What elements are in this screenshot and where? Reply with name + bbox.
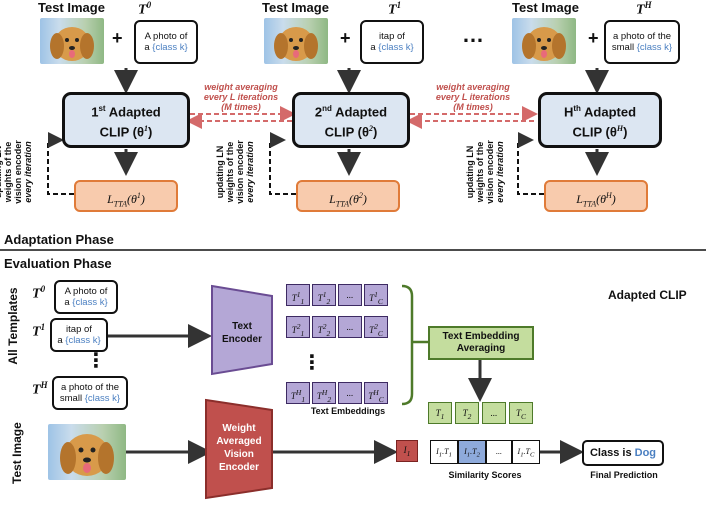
similarity-cell-2: I1.T2 [458,440,486,464]
text-embedding-cell: ... [338,284,362,306]
eval-prompt-box-1: itap of a {class k} [50,318,108,352]
prompt-box-1: itap of a {class k} [360,20,424,64]
similarity-cell-dots: ... [486,440,512,464]
text-embedding-cell: ... [338,316,362,338]
avg-embedding-cell-C: TC [509,402,533,424]
template-label-0: T0 [138,0,152,18]
test-image-label-3: Test Image [512,0,579,15]
dog-image-2 [264,18,328,64]
prediction-box: Class is Dog [582,440,664,466]
template-label-H: TH [636,0,652,18]
text-encoder-label: Text Encoder [221,321,262,345]
text-embedding-cell: T21 [286,316,310,338]
text-embeddings-label: Text Embeddings [310,406,386,416]
text-embedding-cell: T12 [312,284,336,306]
all-templates-label: All Templates [6,287,20,365]
text-embedding-cell: TH1 [286,382,310,404]
adapted-clip-H: Hth Adapted CLIP (θH) [538,92,662,148]
template-label-1: T1 [388,0,402,18]
prompt-box-0: A photo of a {class k} [134,20,198,64]
eval-prompt-box-0: A photo of a {class k} [54,280,118,314]
text-embedding-cell: T2C [364,316,388,338]
adapted-clip-1: 1st Adapted CLIP (θ1) [62,92,190,148]
test-image-label-eval: Test Image [10,422,24,484]
loss-tta-2: LTTA(θ2) [296,180,400,212]
final-prediction-label: Final Prediction [590,470,658,480]
plus-sign-3: + [588,28,599,48]
text-embedding-cell: T11 [286,284,310,306]
avg-embedding-cell-dots: ... [482,402,506,424]
eval-dog-image [48,424,126,480]
evaluation-phase-title: Evaluation Phase [4,256,112,271]
plus-sign-2: + [340,28,351,48]
text-embedding-cell: TH2 [312,382,336,404]
similarity-cell-C: I1.TC [512,440,540,464]
eval-vdots: ⋮ [86,350,106,372]
eval-prompt-box-H: a photo of the small {class k} [52,376,128,410]
adapted-clip-title: Adapted CLIP [608,288,687,302]
prompt-box-H: a photo of the small {class k} [604,20,680,64]
vision-encoder-shape [205,398,273,500]
eval-template-label-H: TH [32,380,48,398]
test-image-label-1: Test Image [38,0,105,15]
plus-sign-1: + [112,28,123,48]
embedding-vdots: ⋮ [302,352,322,374]
eval-template-label-1: T1 [32,322,46,340]
adapted-clip-2: 2nd Adapted CLIP (θ2) [292,92,410,148]
text-embedding-cell: T22 [312,316,336,338]
text-embedding-cell: T1C [364,284,388,306]
loss-tta-1: LTTA(θ1) [74,180,178,212]
vision-encoder-label: Weight Averaged Vision Encoder [216,423,262,473]
text-embedding-cell: THC [364,382,388,404]
similarity-scores-label: Similarity Scores [448,470,522,480]
text-embedding-averaging-box: Text Embedding Averaging [428,326,534,360]
text-encoder-shape [211,284,273,376]
loss-tta-H: LTTA(θH) [544,180,648,212]
test-image-label-2: Test Image [262,0,329,15]
avg-embedding-cell-1: T1 [428,402,452,424]
dog-image-1 [40,18,104,64]
eval-template-label-0: T0 [32,284,46,302]
avg-embedding-cell-2: T2 [455,402,479,424]
columns-ellipsis: … [462,22,484,47]
adaptation-phase-title: Adaptation Phase [4,232,114,247]
image-embedding-cell: I1 [396,440,418,462]
similarity-cell-1: I1.T1 [430,440,458,464]
text-embedding-cell: ... [338,382,362,404]
dog-image-3 [512,18,576,64]
